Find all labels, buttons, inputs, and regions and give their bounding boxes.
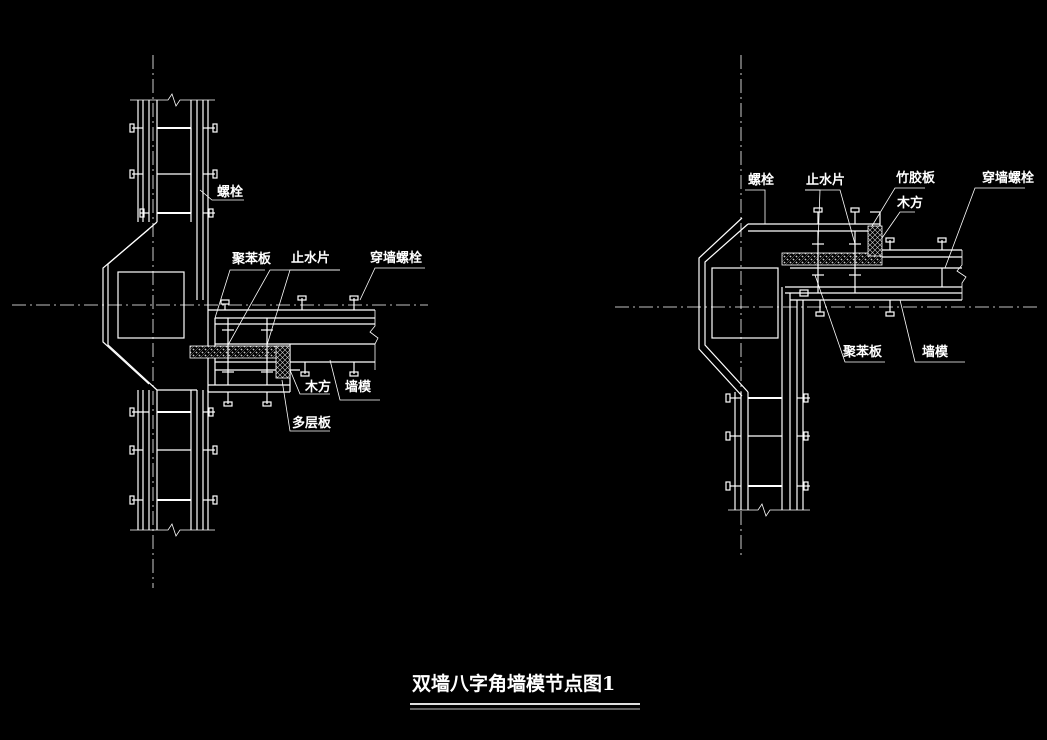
left-label-water-stop: 止水片 <box>291 250 330 266</box>
left-leader-lines <box>199 189 425 432</box>
right-timber <box>867 225 883 257</box>
left-label-through-wall-bolt: 穿墙螺栓 <box>370 250 422 266</box>
right-label-timber: 木方 <box>896 195 923 211</box>
left-label-wall-formwork: 墙模 <box>345 379 372 395</box>
right-lower-wall-formwork <box>725 300 810 517</box>
right-label-through-wall-bolt: 穿墙螺栓 <box>982 170 1034 186</box>
right-horizontal-wall-formwork <box>781 207 967 510</box>
left-timber <box>275 345 291 379</box>
left-horizontal-wall-formwork <box>189 295 379 407</box>
left-detail: 螺栓 聚苯板 止水片 穿墙螺栓 木方 墙模 多层板 <box>12 55 428 588</box>
right-foam-board <box>781 252 883 266</box>
left-label-bolt: 螺栓 <box>217 184 243 200</box>
drawing-title: 双墙八字角墙模节点图1 <box>412 672 615 695</box>
right-label-water-stop: 止水片 <box>806 172 845 188</box>
left-label-foam-board: 聚苯板 <box>231 251 272 267</box>
drawing-title-block: 双墙八字角墙模节点图1 <box>410 672 640 710</box>
left-label-plywood: 多层板 <box>292 415 332 431</box>
right-label-wall-formwork: 墙模 <box>922 344 949 360</box>
left-lower-wall-formwork <box>129 390 218 537</box>
left-haunch-corner <box>102 221 197 391</box>
right-label-bamboo-plywood: 竹胶板 <box>895 170 936 186</box>
left-foam-board <box>189 345 289 359</box>
right-detail: 螺栓 止水片 竹胶板 木方 穿墙螺栓 聚苯板 墙模 <box>615 55 1040 558</box>
right-haunch-corner <box>698 211 881 397</box>
right-leader-lines <box>745 187 1025 363</box>
left-label-timber: 木方 <box>304 379 331 395</box>
left-upper-wall-formwork <box>129 93 218 300</box>
right-label-foam-board: 聚苯板 <box>842 344 883 360</box>
right-label-bolt: 螺栓 <box>748 172 774 188</box>
